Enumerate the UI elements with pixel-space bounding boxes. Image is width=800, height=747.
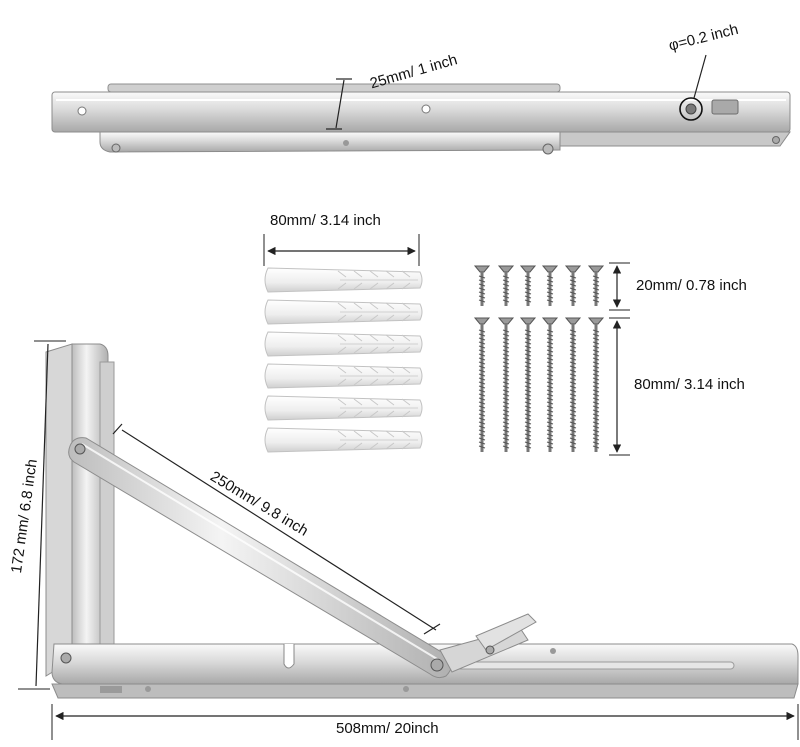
anchor-length-label: 80mm/ 3.14 inch [270, 212, 381, 229]
wall-anchor [264, 427, 423, 453]
short-screw [519, 265, 537, 306]
long-screw [497, 317, 515, 452]
base-length-label: 508mm/ 20inch [336, 720, 439, 737]
long-screw [473, 317, 491, 452]
wall-anchor [264, 331, 423, 357]
short-screw [564, 265, 582, 306]
long-screw [587, 317, 605, 452]
open-bracket [18, 340, 799, 740]
wall-anchor [264, 363, 423, 389]
screws [473, 262, 630, 456]
short-screw-label: 20mm/ 0.78 inch [636, 277, 747, 294]
short-screw [473, 265, 491, 306]
wall-anchor [264, 267, 423, 293]
hole-highlight [679, 97, 703, 121]
long-screw [541, 317, 559, 452]
short-screw [541, 265, 559, 306]
short-screw [497, 265, 515, 306]
short-screw [587, 265, 605, 306]
wall-anchors [263, 234, 423, 453]
long-screw [519, 317, 537, 452]
long-screw-label: 80mm/ 3.14 inch [634, 376, 745, 393]
long-screw [564, 317, 582, 452]
wall-anchor [264, 299, 423, 325]
folded-bracket [51, 54, 791, 155]
wall-anchor [264, 395, 423, 421]
